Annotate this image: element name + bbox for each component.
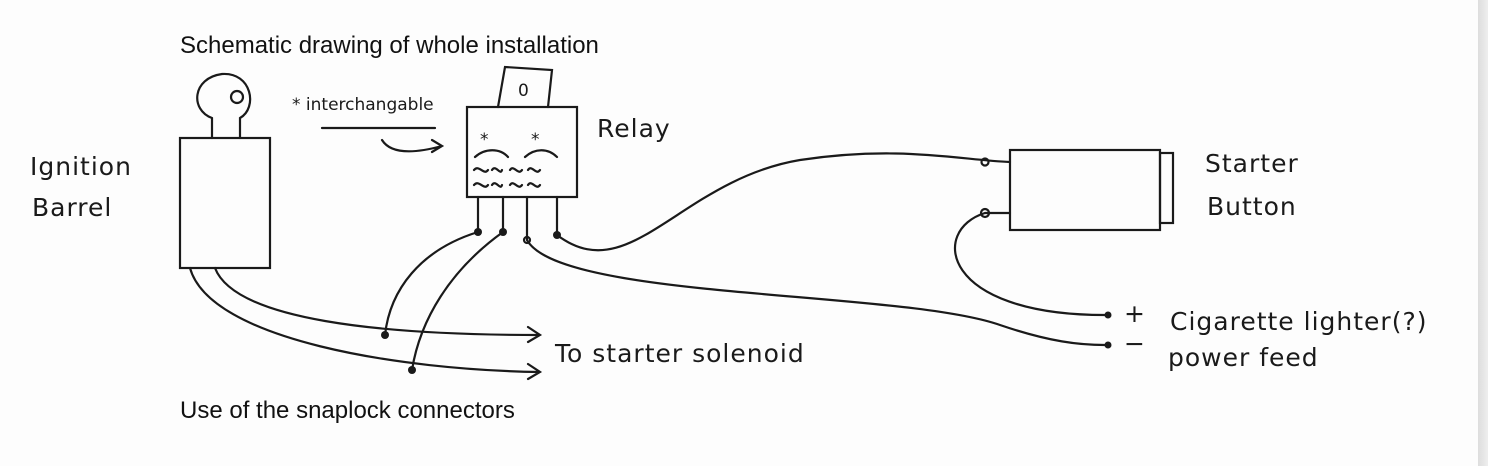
diagram-footer: Use of the snaplock connectors <box>180 397 515 424</box>
to-starter-solenoid-label: To starter solenoid <box>554 339 805 368</box>
starter-label-1: Starter <box>1205 149 1299 178</box>
plus-sign: + <box>1124 299 1146 328</box>
relay-tab-label: 0 <box>518 81 529 101</box>
interchangeable-note: * interchangable <box>292 95 434 115</box>
lighter-label-1: Cigarette lighter(?) <box>1170 307 1427 336</box>
relay-label: Relay <box>597 114 671 143</box>
ignition-label-1: Ignition <box>30 152 132 181</box>
relay-mark-2: * <box>531 130 540 150</box>
scan-edge <box>1478 0 1488 466</box>
starter-button <box>1008 148 1175 232</box>
lighter-label-2: power feed <box>1168 343 1319 372</box>
ignition-barrel <box>178 72 272 270</box>
relay <box>465 65 579 242</box>
relay-mark-1: * <box>480 130 489 150</box>
connector-dots <box>381 157 1112 374</box>
ignition-label-2: Barrel <box>32 193 112 222</box>
starter-label-2: Button <box>1207 192 1297 221</box>
diagram-title: Schematic drawing of whole installation <box>180 32 599 59</box>
wires <box>188 152 1107 381</box>
minus-sign: − <box>1124 329 1146 358</box>
